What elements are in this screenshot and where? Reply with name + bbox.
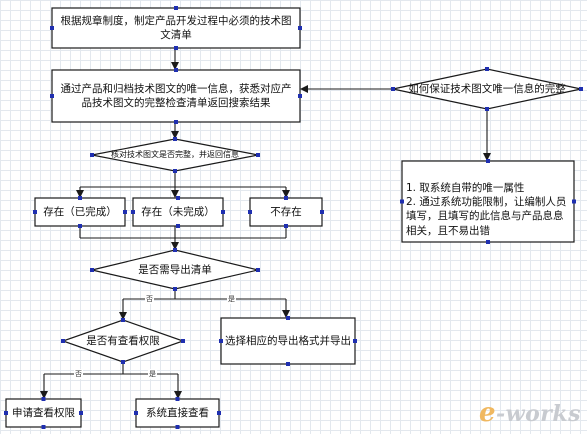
selection-handle[interactable] — [221, 210, 225, 214]
selection-handle[interactable] — [400, 199, 404, 204]
selection-handle[interactable] — [248, 210, 252, 214]
selection-handle[interactable] — [4, 411, 8, 415]
selection-handle[interactable] — [256, 153, 260, 157]
selection-handle[interactable] — [50, 26, 54, 30]
selection-handle[interactable] — [131, 210, 135, 214]
selection-handle[interactable] — [284, 196, 288, 200]
selection-handle[interactable] — [173, 169, 177, 173]
selection-handle[interactable] — [579, 87, 583, 91]
selection-handle[interactable] — [134, 411, 138, 415]
selection-handle[interactable] — [121, 318, 125, 322]
not-exist-label: 不存在 — [270, 205, 302, 218]
uniqueness-answer-line-1: 1. 取系统自带的唯一属性 — [406, 182, 525, 194]
selection-handle[interactable] — [286, 362, 290, 366]
selection-handle[interactable] — [174, 6, 178, 10]
exists-undone-label: 存在（未完成） — [141, 205, 215, 218]
selection-handles — [4, 6, 583, 429]
selection-handle[interactable] — [485, 67, 489, 71]
selection-handle[interactable] — [284, 224, 288, 228]
selection-handle[interactable] — [320, 210, 324, 214]
selection-handle[interactable] — [485, 107, 489, 111]
selection-handle[interactable] — [256, 268, 260, 272]
selection-handle[interactable] — [572, 199, 576, 204]
selection-handle[interactable] — [41, 397, 46, 401]
has-permission-label: 是否有查看权限 — [86, 334, 160, 347]
selection-handle[interactable] — [286, 316, 290, 320]
edge-label-perm-no: 否 — [74, 369, 83, 379]
selection-handle[interactable] — [33, 210, 37, 214]
need-export-label: 是否需导出清单 — [138, 263, 212, 276]
exists-done-box[interactable] — [34, 197, 126, 227]
direct-view-label: 系统直接查看 — [146, 406, 209, 419]
selection-handle[interactable] — [298, 94, 302, 98]
requirement-label: 根据规章制度，制定产品开发过程中必须的技术图文清单 — [60, 14, 292, 41]
selection-handle[interactable] — [79, 411, 83, 415]
eworks-watermark-logo: e-works — [478, 398, 581, 428]
selection-handle[interactable] — [41, 425, 46, 429]
apply-permission-label: 申请查看权限 — [12, 406, 75, 419]
selection-handle[interactable] — [173, 287, 177, 291]
selection-handle[interactable] — [90, 153, 94, 157]
selection-handle[interactable] — [486, 159, 490, 163]
selection-handle[interactable] — [78, 224, 82, 228]
selection-handle[interactable] — [173, 248, 177, 252]
selection-handle[interactable] — [175, 397, 180, 401]
uniqueness-answer-label: 1. 取系统自带的唯一属性 2. 通过系统功能限制，让编制人员填写，且填写的此信… — [406, 181, 572, 239]
selection-handle[interactable] — [121, 360, 125, 364]
selection-handle[interactable] — [391, 87, 395, 91]
edge-label-export-yes: 是 — [227, 294, 236, 304]
selection-handle[interactable] — [174, 120, 178, 124]
query-label: 通过产品和归档技术图文的唯一信息，获悉对应产品技术图文的完整检查清单返回搜索结果 — [60, 82, 292, 109]
selection-handle[interactable] — [123, 210, 127, 214]
selection-handle[interactable] — [176, 224, 180, 228]
selection-handle[interactable] — [90, 268, 94, 272]
selection-handle[interactable] — [176, 196, 180, 200]
selection-handle[interactable] — [173, 137, 177, 141]
exists-undone-box[interactable] — [132, 197, 224, 227]
selection-handle[interactable] — [61, 339, 65, 343]
edge-label-export-no: 否 — [145, 294, 154, 304]
uniqueness-answer-line-2: 2. 通过系统功能限制，让编制人员填写，且填写的此信息与产品息息相关，且不易出错 — [406, 196, 567, 237]
requirement-box[interactable] — [51, 7, 301, 49]
selection-handle[interactable] — [50, 94, 54, 98]
edge-label-perm-yes: 是 — [148, 369, 157, 379]
selection-handle[interactable] — [174, 46, 178, 50]
check-complete-label: 核对技术图文是否完整，并返回信息 — [111, 149, 239, 159]
select-format-label: 选择相应的导出格式并导出 — [225, 334, 351, 347]
selection-handle[interactable] — [217, 411, 221, 415]
uniqueness-question-label: 如何保证技术图文唯一信息的完整 — [408, 82, 566, 95]
selection-handle[interactable] — [298, 26, 302, 30]
query-box[interactable] — [51, 69, 301, 123]
selection-handle[interactable] — [174, 68, 178, 72]
selection-handle[interactable] — [181, 339, 185, 343]
selection-handle[interactable] — [353, 339, 357, 343]
uniqueness-answer-box[interactable] — [401, 160, 575, 243]
selection-handle[interactable] — [486, 240, 490, 244]
selection-handle[interactable] — [219, 339, 223, 343]
selection-handle[interactable] — [78, 196, 82, 200]
exists-done-label: 存在（已完成） — [43, 205, 117, 218]
selection-handle[interactable] — [175, 425, 180, 429]
